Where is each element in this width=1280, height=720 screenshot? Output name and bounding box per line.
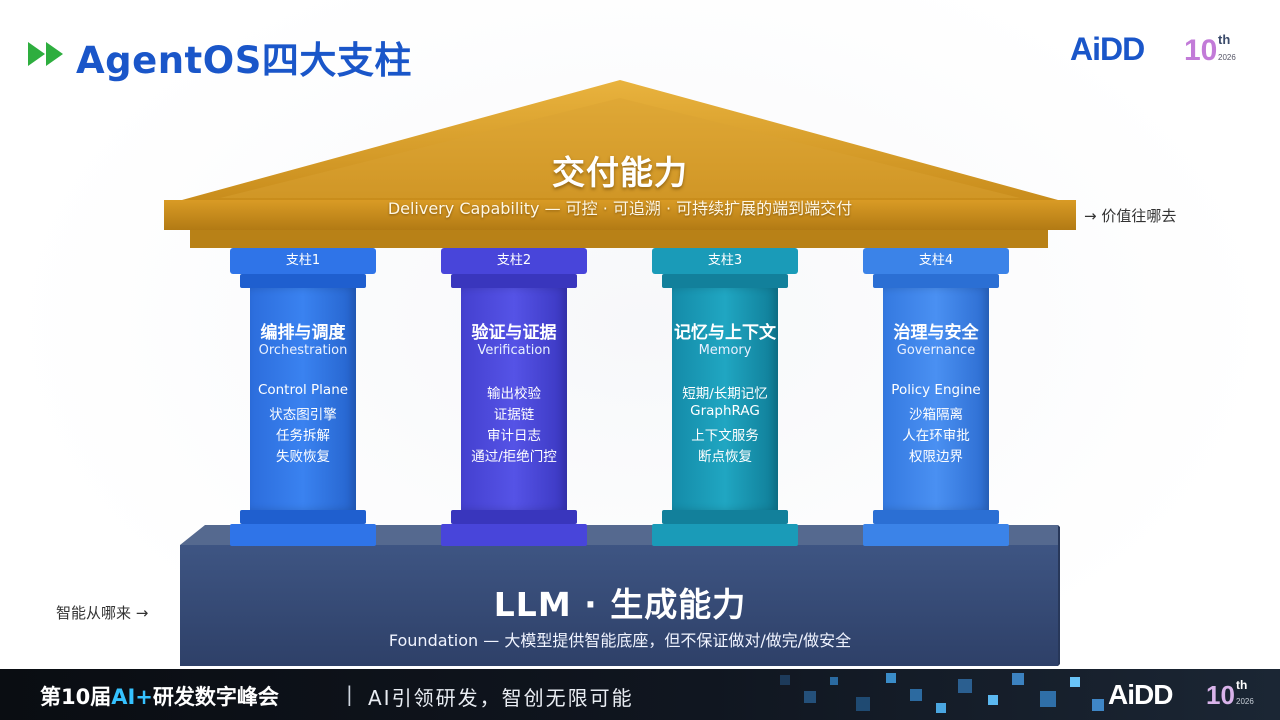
event-prefix: 第10届 [40,685,112,709]
logo-ordinal: 10 [1206,680,1235,710]
pillar-tag: 支柱2 [441,248,587,274]
base-title: LLM · 生成能力 [493,585,747,624]
pillar-english: Verification [477,343,551,358]
pillar-english: Governance [896,343,976,358]
pillar-item: 沙箱隔离 [909,407,963,423]
pillar-item: 短期/长期记忆 [682,386,768,402]
pillar-item: 权限边界 [909,449,963,465]
aidd-logo: AiDD 10 th 2026 [1070,31,1236,67]
logo-year: 2026 [1218,53,1236,62]
event-suffix: 研发数字峰会 [152,685,279,709]
pillar-item: 输出校验 [487,386,541,402]
footer-separator: | [346,682,353,706]
pillar-item: 断点恢复 [698,449,752,465]
pillar-memory: 支柱3 记忆与上下文 Memory 短期/长期记忆 GraphRAG 上下文服务… [652,248,798,546]
event-name: 第10届AI+研发数字峰会 [40,681,279,711]
value-destination-note: → 价值往哪去 [1084,207,1177,225]
pillar-item: GraphRAG [690,403,760,419]
roof-title: 交付能力 [552,153,688,192]
pillar-tag: 支柱1 [230,248,376,274]
pillar-item: 状态图引擎 [269,407,337,423]
pillar-item: 任务拆解 [276,428,330,444]
pillar-item: 失败恢复 [276,449,330,465]
logo-wordmark: AiDD [1070,31,1144,67]
pillar-title: 治理与安全 [893,323,979,343]
pillar-title: 编排与调度 [260,323,346,343]
intelligence-source-note: 智能从哪来 → [56,604,149,622]
pillar-item: Policy Engine [891,382,981,398]
pillar-title: 记忆与上下文 [674,323,776,343]
slide-title: AgentOS四大支柱 [76,39,412,82]
pillar-item: 证据链 [493,407,535,423]
pillar-tag: 支柱3 [652,248,798,274]
pillar-title: 验证与证据 [471,323,557,343]
pillar-item: 人在环审批 [902,428,970,444]
event-slogan: AI引领研发，智创无限可能 [368,686,634,710]
pillar-item: Control Plane [257,382,349,398]
logo-year: 2026 [1236,697,1254,706]
pillar-item: 上下文服务 [691,428,759,444]
pillar-english: Orchestration [258,343,348,358]
base-subtitle: Foundation — 大模型提供智能底座，但不保证做对/做完/做安全 [388,631,852,650]
pillar-item: 通过/拒绝门控 [471,449,557,465]
pillar-governance: 支柱4 治理与安全 Governance Policy Engine 沙箱隔离 … [863,248,1009,546]
logo-suffix: th [1218,32,1230,47]
pillar-tag: 支柱4 [863,248,1009,274]
logo-wordmark: AiDD [1108,679,1173,710]
footer-bar: 第10届AI+研发数字峰会 | AI引领研发，智创无限可能 [0,669,1280,720]
event-ai: AI+ [111,685,153,709]
pillar-item: 审计日志 [487,428,541,444]
pillar-verification: 支柱2 验证与证据 Verification 输出校验 证据链 审计日志 通过/… [441,248,587,546]
logo-ordinal: 10 [1184,34,1217,67]
pillar-orchestration: 支柱1 编排与调度 Orchestration Control Plane 状态… [230,248,376,546]
double-play-icon [28,42,63,66]
pillar-english: Memory [698,343,752,358]
footer-pattern [780,673,1104,713]
aidd-footer-logo: AiDD 10 th 2026 [1108,678,1254,710]
roof-subtitle: Delivery Capability — 可控 · 可追溯 · 可持续扩展的端… [387,199,853,218]
logo-suffix: th [1236,678,1247,692]
